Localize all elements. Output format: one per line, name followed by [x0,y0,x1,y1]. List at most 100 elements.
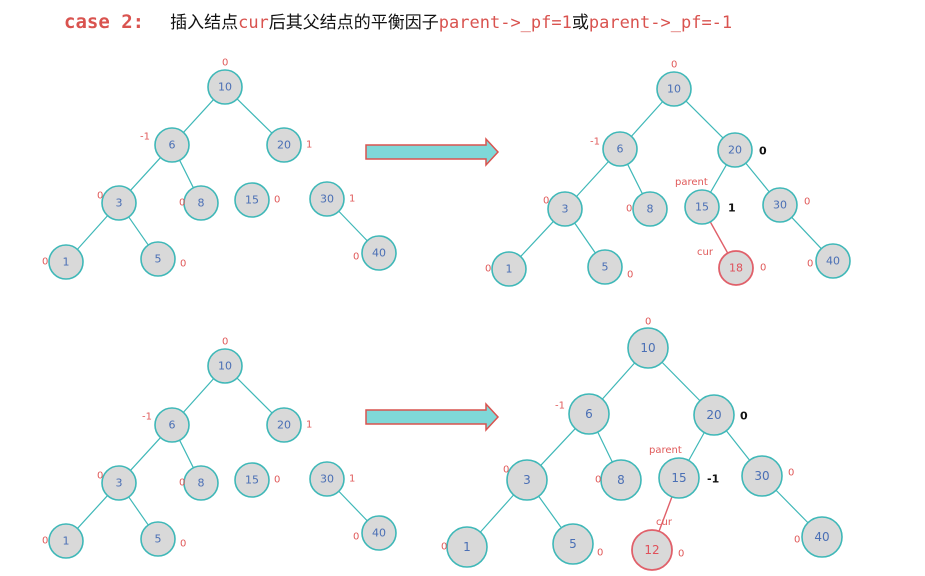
edge-3-5 [128,216,149,246]
balance-factor: 0 [543,196,549,207]
node-circle [101,185,137,221]
edge-6-8 [179,159,194,189]
tree-node-10: 100 [207,337,243,384]
node-key: 3 [116,477,123,490]
edge-10-20 [661,361,701,402]
tree-node-30: 30 1 [309,461,355,497]
tree-node-6: 6-1 [590,131,638,167]
node-circle [446,526,488,568]
tree-node-5: 50 [587,249,633,285]
edge-6-3 [576,161,609,197]
tree-node-8: 80 [626,191,668,227]
tree-node-10: 100 [627,317,669,369]
node-key: 1 [63,256,70,269]
balance-factor: 0 [671,60,677,71]
node-key: 40 [372,527,386,540]
node-circle [552,523,594,565]
node-circle [154,127,190,163]
node-circle [361,515,397,551]
balance-factor: 1 [349,194,355,205]
balance-factor: 1 [306,140,312,151]
balance-factor: 0 [794,535,800,546]
edge-10-20 [685,100,724,139]
balance-factor: 0 [42,257,48,268]
node-key: 30 [320,473,334,486]
node-key: 8 [198,197,205,210]
node-key: 8 [198,477,205,490]
balance-factor: -1 [555,401,565,412]
node-key: 1 [506,263,513,276]
node-key: 20 [277,139,291,152]
node-circle [207,348,243,384]
node-key: 1 [63,535,70,548]
node-key: 3 [523,473,531,487]
balance-factor: 0 [759,145,767,158]
node-circle [656,71,692,107]
tree-node-8: 80 [179,185,219,221]
balance-factor: 0 [760,263,766,274]
node-circle [361,235,397,271]
node-key: 20 [728,144,742,157]
node-key: 5 [602,261,609,274]
node-circle [587,249,623,285]
title-text-1: 插入结点 [170,13,239,33]
edge-6-3 [540,428,576,466]
node-circle [718,250,754,286]
node-key: 3 [116,197,123,210]
node-circle [627,327,669,369]
edge-6-8 [627,163,643,195]
edge-10-6 [182,378,215,413]
node-key: 15 [695,201,709,214]
edge-20-30 [745,162,770,193]
edge-3-1 [479,494,515,533]
edge-3-1 [520,221,554,257]
tree-node-10: 100 [207,58,243,105]
edge-6-8 [179,439,194,469]
tree-node-40: 400 [807,243,851,279]
tree-node-15: 15 1 parent [675,177,736,225]
tree-node-40: 400 [353,515,397,551]
node-key: 30 [754,469,769,483]
balance-factor: 1 [728,202,736,215]
node-key: 18 [729,262,743,275]
edge-30-40 [338,210,368,242]
node-circle [266,407,302,443]
edge-20-15 [709,164,728,193]
balance-factor: 0 [804,197,810,208]
tree-node-6: 6-1 [555,393,610,435]
node-circle [762,187,798,223]
tree-node-20: 20 0 [717,132,767,168]
node-key: 5 [155,253,162,266]
node-key: 5 [569,537,577,551]
balance-factor: 1 [349,474,355,485]
parent-label: parent [675,177,708,188]
balance-factor: 0 [678,549,684,560]
balance-factor: 0 [595,475,601,486]
cur-label: cur [697,247,714,258]
node-circle [101,465,137,501]
tree-node-8: 80 [595,459,642,501]
transform-arrow-top [365,137,500,167]
balance-factor: 0 [485,264,491,275]
tree-node-40: 400 [794,516,843,558]
balance-factor: 0 [626,204,632,215]
tree-node-6: 6-1 [140,127,190,163]
balance-factor: -1 [142,412,152,423]
tree-node-3: 30 [503,459,548,501]
edge-10-20 [236,377,273,414]
node-key: 15 [245,194,259,207]
edge-3-1 [76,215,109,250]
balance-factor: 0 [503,465,509,476]
node-circle [815,243,851,279]
node-circle [309,461,345,497]
